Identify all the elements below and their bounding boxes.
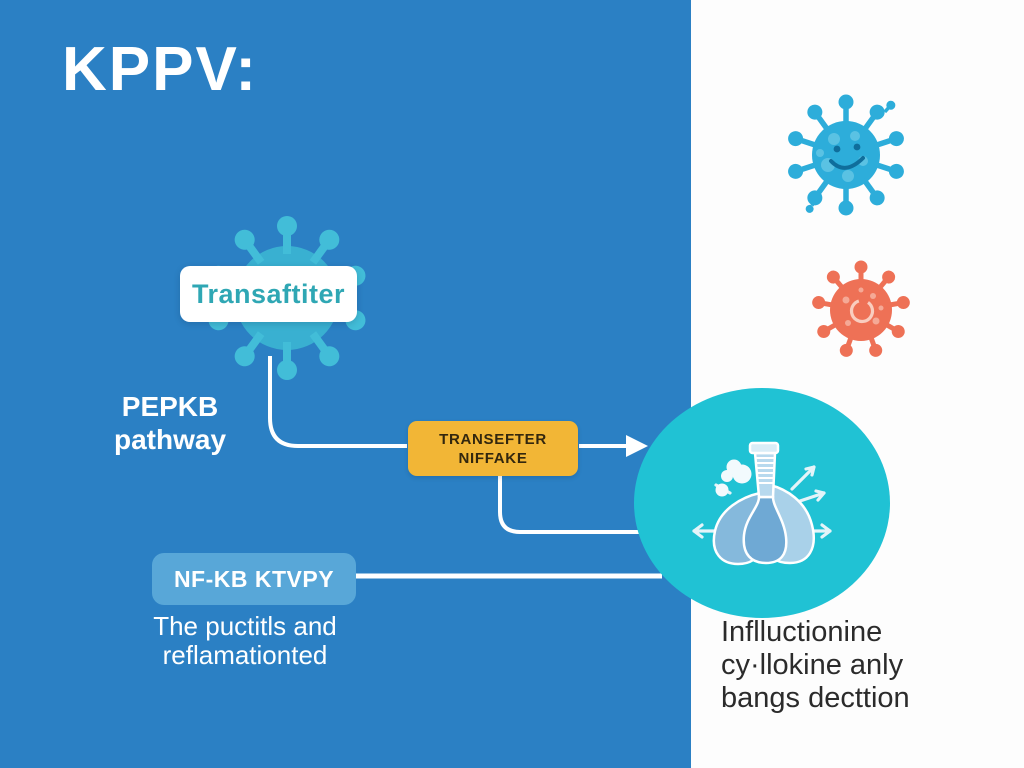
flask-icon bbox=[692, 441, 832, 566]
nfkb-caption-line2: reflamationted bbox=[162, 640, 328, 670]
reaction-caption-line3: bangs decttion bbox=[721, 682, 910, 714]
ring-icon bbox=[849, 298, 875, 324]
reaction-caption-line1: Inflluctionine bbox=[721, 616, 883, 648]
nfkb-box: NF-KB KTVPY bbox=[152, 553, 356, 605]
transfer-label-line1: TRANSEFTER bbox=[439, 430, 547, 448]
smiley-face-icon bbox=[829, 143, 865, 170]
pathway-label-line2: pathway bbox=[113, 424, 227, 455]
steam-icon bbox=[715, 459, 752, 497]
transfer-label-line2: NIFFAKE bbox=[458, 449, 528, 467]
reaction-caption: Inflluctionine cy·llokine anly bangs dec… bbox=[721, 616, 1011, 715]
reaction-caption-line2: cy·llokine anly bbox=[721, 649, 904, 681]
transmitter-label: Transaftiter bbox=[191, 278, 346, 309]
transfer-box: TRANSEFTER NIFFAKE bbox=[408, 421, 578, 476]
pathway-label: PEPKB pathway bbox=[100, 390, 240, 456]
transmitter-box: Transaftiter bbox=[180, 266, 357, 322]
nfkb-caption: The puctitls and reflamationted bbox=[130, 612, 360, 670]
nfkb-caption-line1: The puctitls and bbox=[153, 611, 337, 641]
page-title: KPPV: bbox=[62, 35, 259, 104]
reaction-circle bbox=[634, 388, 890, 618]
pathway-label-line1: PEPKB bbox=[121, 391, 219, 422]
nfkb-label: NF-KB KTVPY bbox=[173, 565, 335, 592]
virus-red-icon bbox=[812, 260, 910, 357]
virus-smiley-icon bbox=[788, 94, 904, 216]
